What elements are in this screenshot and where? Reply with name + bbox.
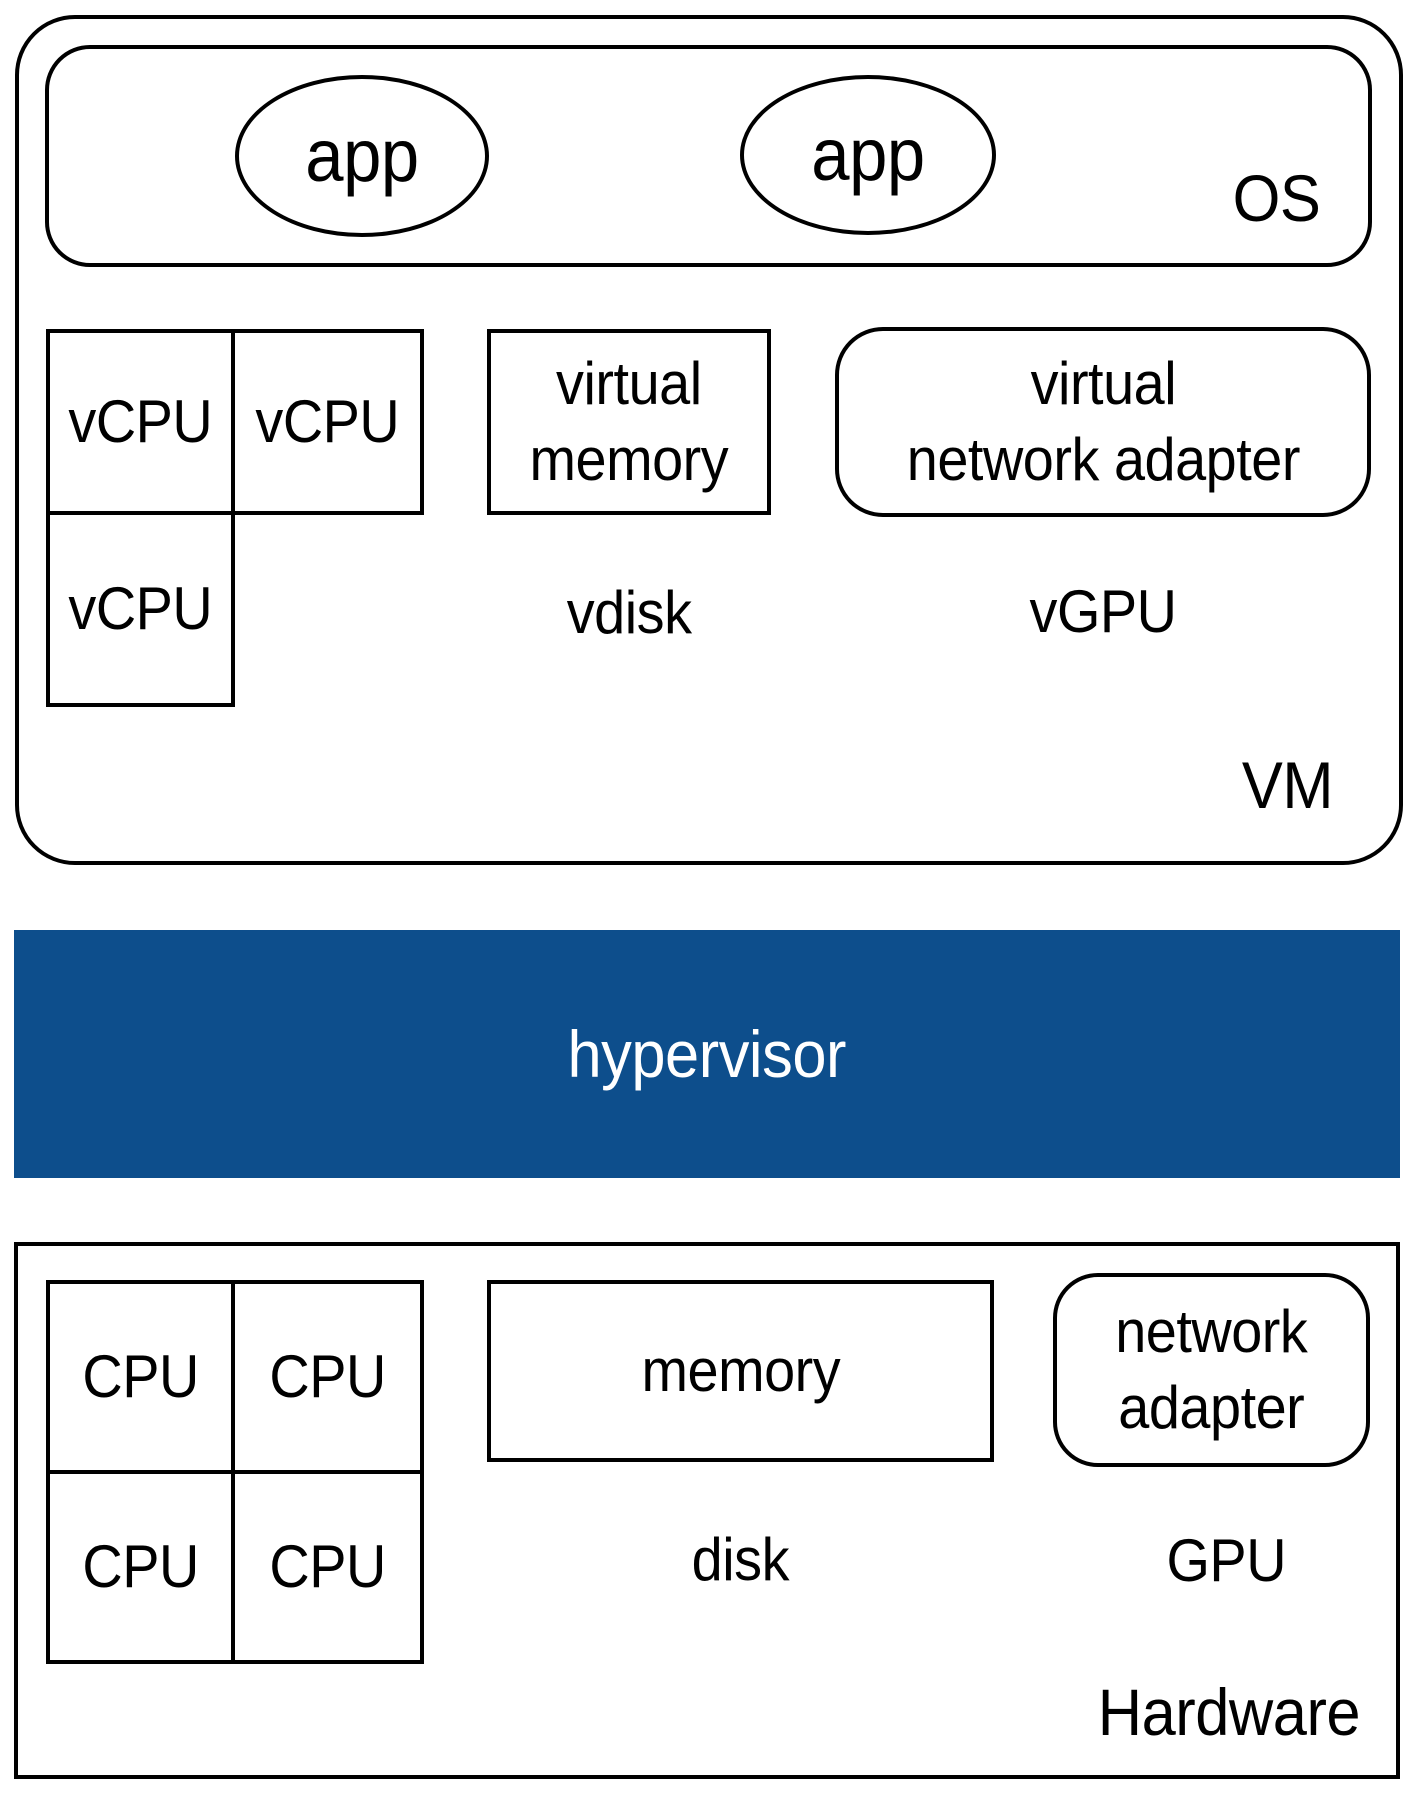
memory-box: memory [487,1280,994,1462]
vcpu-box-2: vCPU [231,329,424,515]
vcpu-label: vCPU [68,388,213,455]
hardware-label: Hardware [1097,1675,1361,1749]
vgpu-label-area: vGPU [835,517,1371,707]
gpu-label-area: GPU [1085,1461,1368,1660]
cpu-box-4: CPU [231,1470,424,1664]
network-adapter-box: network adapter [1053,1273,1370,1467]
app-ellipse-2: app [740,75,996,235]
virtual-memory-box: virtual memory [487,329,771,515]
vcpu-box-3: vCPU [46,511,235,707]
app-label: app [305,114,419,197]
vcpu-label: vCPU [68,575,213,642]
vcpu-label: vCPU [255,388,400,455]
vdisk-label: vdisk [567,579,692,646]
vcpu-box-1: vCPU [46,329,235,515]
gpu-label: GPU [1166,1526,1287,1594]
cpu-label: CPU [82,1533,199,1600]
virtual-network-adapter-label: virtual network adapter [906,350,1300,493]
cpu-box-3: CPU [46,1470,235,1664]
cpu-label: CPU [82,1343,199,1410]
virtual-network-adapter-box: virtual network adapter [835,327,1371,517]
vgpu-label: vGPU [1029,578,1177,645]
network-adapter-label: network adapter [1115,1298,1308,1441]
app-ellipse-1: app [235,75,489,237]
os-label: OS [1232,161,1320,235]
disk-label-area: disk [487,1462,994,1658]
hypervisor-bar: hypervisor [14,930,1400,1178]
vm-label: VM [1241,748,1334,822]
app-label: app [811,113,925,196]
hypervisor-label: hypervisor [567,1017,847,1091]
vdisk-label-area: vdisk [488,519,771,707]
disk-label: disk [691,1526,790,1593]
cpu-label: CPU [269,1533,386,1600]
memory-label: memory [641,1337,840,1404]
cpu-box-1: CPU [46,1280,235,1474]
cpu-label: CPU [269,1343,386,1410]
cpu-box-2: CPU [231,1280,424,1474]
virtual-memory-label: virtual memory [529,350,729,493]
